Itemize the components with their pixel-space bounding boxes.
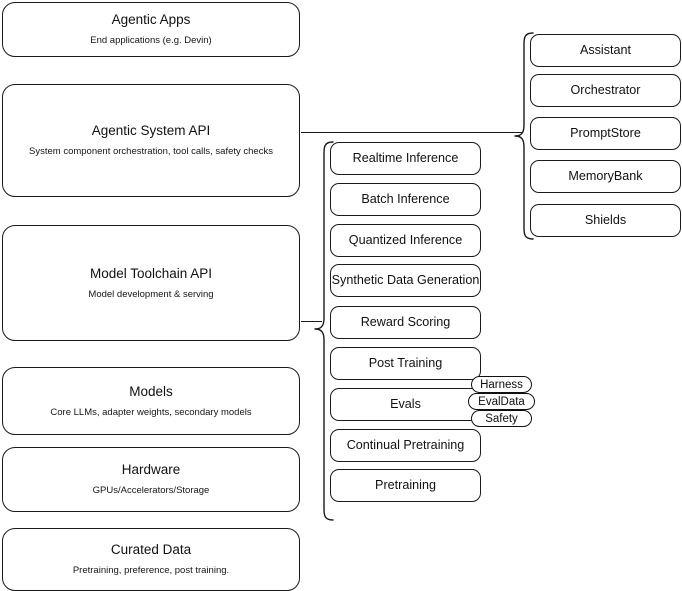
layer-title: Agentic System API — [91, 123, 211, 139]
chip-label: Reward Scoring — [360, 314, 451, 329]
chip-label: Continual Pretraining — [346, 437, 465, 452]
chip-label: Pretraining — [375, 477, 436, 492]
brace-agentic-system-components — [514, 32, 534, 240]
chip-label: Realtime Inference — [352, 150, 459, 165]
toolchain-chip-post-training[interactable]: Post Training — [330, 347, 481, 380]
agentic-chip-orchestrator[interactable]: Orchestrator — [530, 74, 681, 107]
layer-title: Models — [129, 383, 173, 399]
layer-box-agentic-system-api[interactable]: Agentic System API System component orch… — [2, 84, 300, 197]
agentic-chip-shields[interactable]: Shields — [530, 204, 681, 237]
agentic-chip-assistant[interactable]: Assistant — [530, 34, 681, 67]
layer-subtitle: Pretraining, preference, post training. — [72, 565, 230, 576]
chip-label: Evals — [390, 396, 421, 411]
toolchain-chip-reward-scoring[interactable]: Reward Scoring — [330, 306, 481, 339]
connector-agentic-system-api-to-components — [301, 132, 522, 134]
pill-label: Harness — [480, 378, 523, 391]
layer-box-curated-data[interactable]: Curated Data Pretraining, preference, po… — [2, 528, 300, 591]
toolchain-chip-synthetic-data-generation[interactable]: Synthetic Data Generation — [330, 264, 481, 297]
evals-pill-evaldata[interactable]: EvalData — [468, 393, 535, 410]
layer-subtitle: Model development & serving — [88, 288, 214, 300]
layer-subtitle: System component orchestration, tool cal… — [29, 146, 273, 157]
chip-label: Shields — [584, 212, 627, 227]
connector-model-toolchain-api-to-components — [301, 321, 322, 323]
chip-label: PromptStore — [570, 125, 641, 140]
layer-box-agentic-apps[interactable]: Agentic Apps End applications (e.g. Devi… — [2, 2, 300, 57]
agentic-chip-memorybank[interactable]: MemoryBank — [530, 160, 681, 193]
layer-subtitle: End applications (e.g. Devin) — [90, 35, 212, 46]
toolchain-chip-pretraining[interactable]: Pretraining — [330, 469, 481, 502]
layer-title: Curated Data — [110, 542, 192, 558]
toolchain-chip-evals[interactable]: Evals — [330, 388, 481, 421]
layer-subtitle: GPUs/Accelerators/Storage — [92, 485, 210, 496]
layer-subtitle: Core LLMs, adapter weights, secondary mo… — [50, 406, 252, 418]
pill-label: Safety — [485, 412, 518, 425]
toolchain-chip-quantized-inference[interactable]: Quantized Inference — [330, 224, 481, 257]
toolchain-chip-batch-inference[interactable]: Batch Inference — [330, 183, 481, 216]
agentic-chip-promptstore[interactable]: PromptStore — [530, 117, 681, 150]
chip-label: MemoryBank — [568, 168, 643, 183]
toolchain-chip-continual-pretraining[interactable]: Continual Pretraining — [330, 429, 481, 462]
pill-label: EvalData — [478, 395, 525, 408]
chip-label: Assistant — [579, 42, 632, 57]
layer-title: Model Toolchain API — [89, 265, 213, 281]
layer-title: Agentic Apps — [111, 12, 191, 28]
layer-box-hardware[interactable]: Hardware GPUs/Accelerators/Storage — [2, 447, 300, 512]
layer-title: Hardware — [121, 462, 181, 478]
chip-label: Post Training — [368, 355, 443, 370]
chip-label: Orchestrator — [570, 82, 641, 97]
chip-label: Batch Inference — [361, 191, 450, 206]
chip-label: Synthetic Data Generation — [331, 272, 480, 287]
layer-box-model-toolchain-api[interactable]: Model Toolchain API Model development & … — [2, 225, 300, 341]
chip-label: Quantized Inference — [348, 232, 463, 247]
brace-toolchain-components — [314, 141, 334, 521]
evals-pill-harness[interactable]: Harness — [471, 376, 532, 393]
evals-pill-safety[interactable]: Safety — [471, 410, 532, 427]
toolchain-chip-realtime-inference[interactable]: Realtime Inference — [330, 142, 481, 175]
layer-box-models[interactable]: Models Core LLMs, adapter weights, secon… — [2, 367, 300, 435]
